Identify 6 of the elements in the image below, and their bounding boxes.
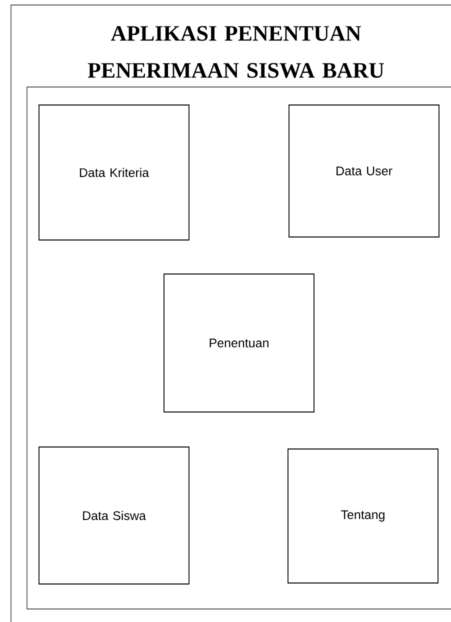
menu-box: Penentuan [164,274,314,412]
menu-box: Data User [288,104,440,238]
menu-box: Data Siswa [38,446,190,584]
menu-box: Data Kriteria [38,104,190,240]
title: APLIKASI PENENTUAN PENERIMAAN SISWA BARU [88,26,384,78]
menu-box: Tentang [288,448,438,584]
